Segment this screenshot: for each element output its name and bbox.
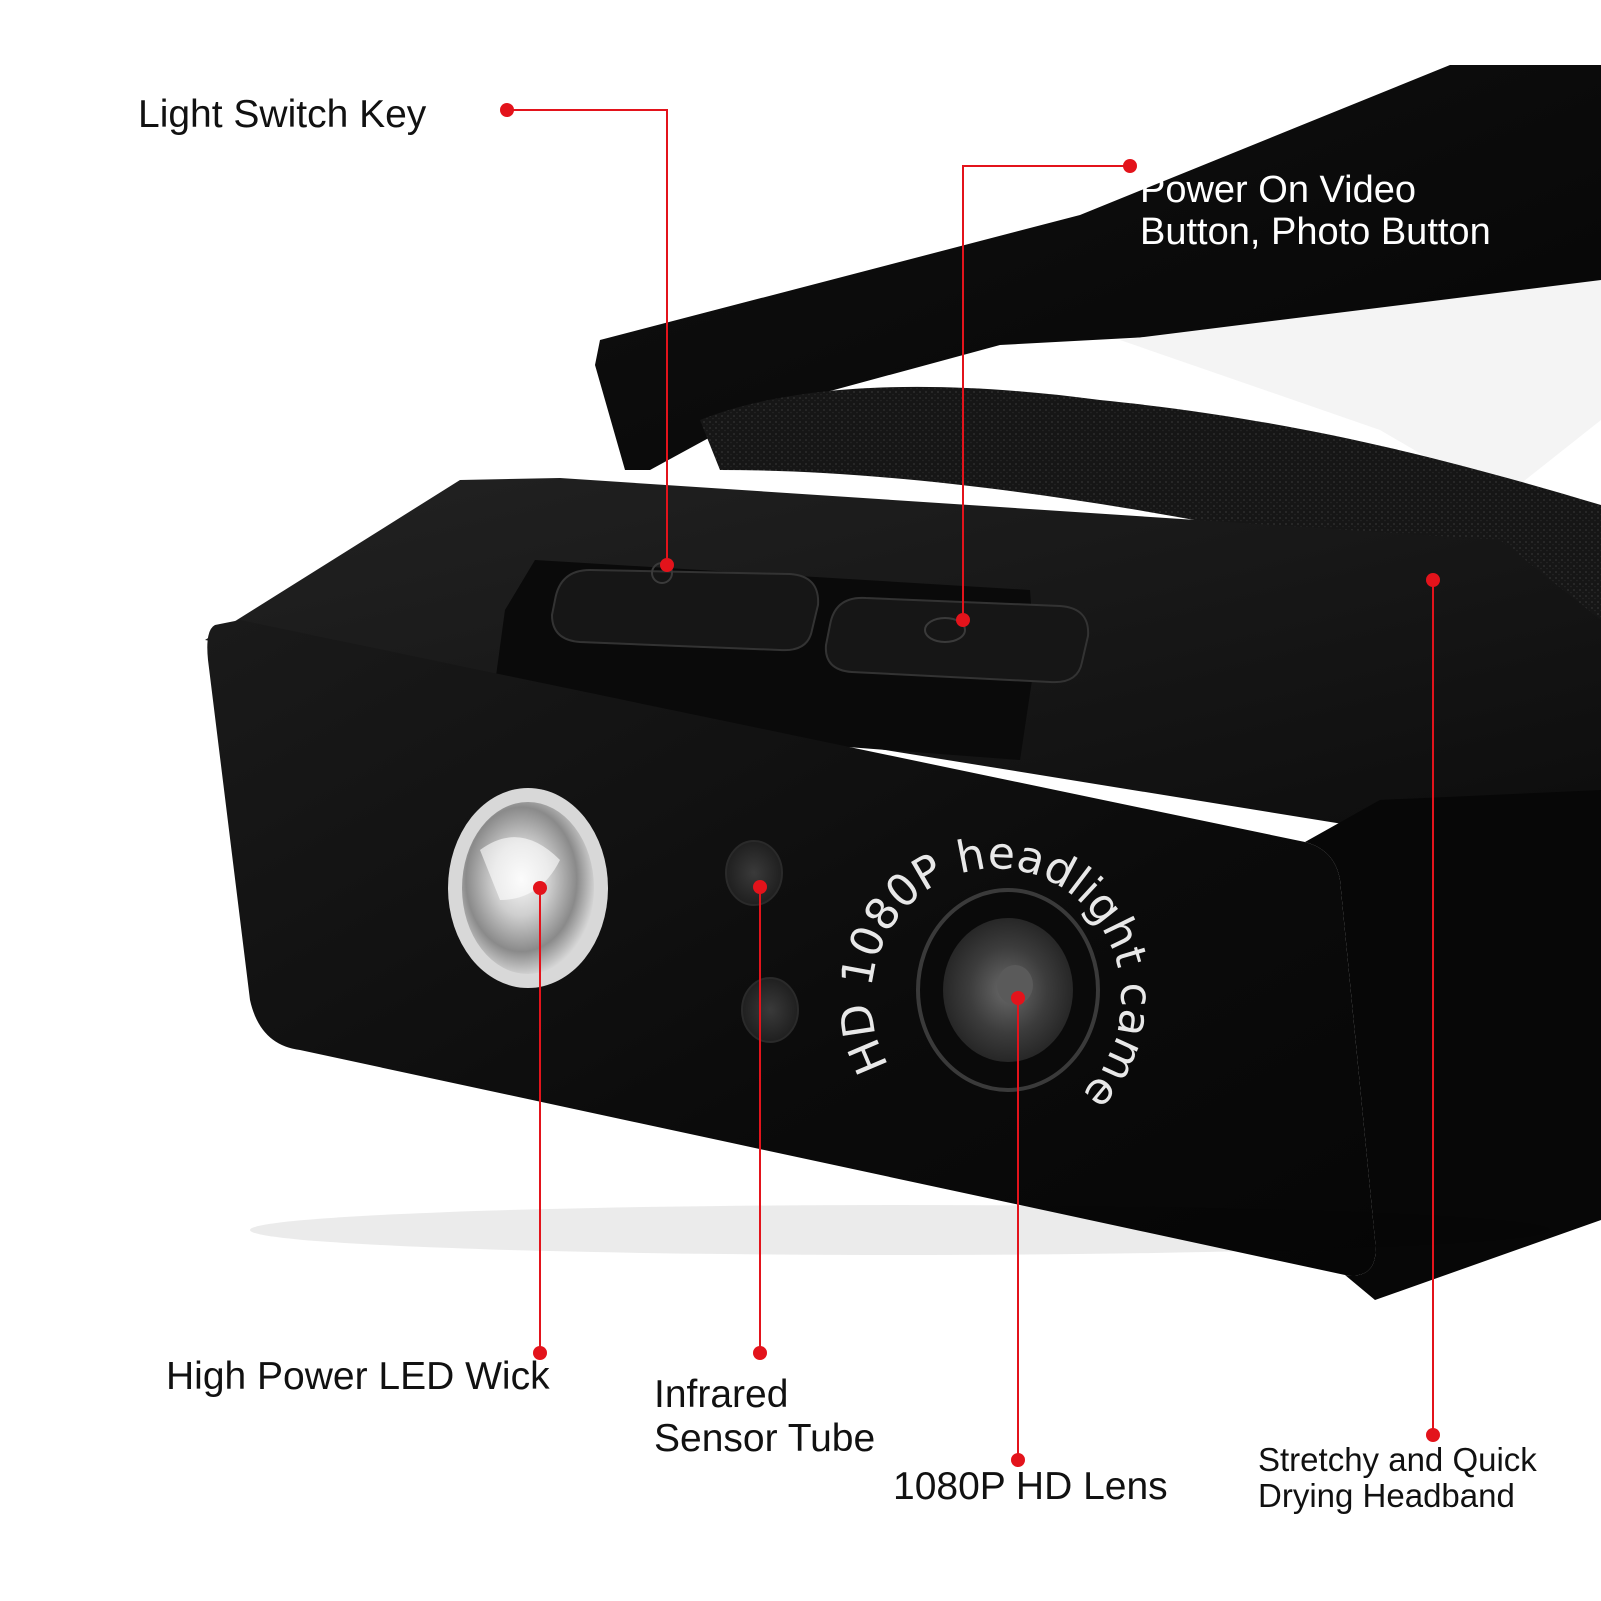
infrared-sensor-lower xyxy=(741,977,799,1043)
label-hd-lens: 1080P HD Lens xyxy=(893,1465,1168,1508)
leader-power-button xyxy=(962,165,1130,620)
label-led-wick: High Power LED Wick xyxy=(166,1355,550,1398)
device-front-face xyxy=(207,620,1376,1276)
headband-strap xyxy=(595,65,1601,470)
light-switch-button xyxy=(550,562,820,652)
headband-inner xyxy=(1120,280,1601,500)
infrared-sensor-upper xyxy=(725,840,783,906)
power-button xyxy=(824,596,1090,684)
led-lamp xyxy=(448,788,608,988)
callout-lines xyxy=(507,109,1434,1460)
power-icon xyxy=(924,617,966,643)
label-light-switch-key: Light Switch Key xyxy=(138,93,427,136)
label-infrared-sensor: Infrared Sensor Tube xyxy=(654,1373,876,1460)
leader-light-switch xyxy=(507,109,668,565)
label-headband: Stretchy and Quick Drying Headband xyxy=(1258,1441,1537,1514)
callout-dots xyxy=(500,103,1440,1467)
label-power-photo-button: Power On Video Button, Photo Button xyxy=(1140,169,1491,253)
drop-shadow xyxy=(250,1205,1550,1255)
velcro-band xyxy=(700,386,1601,640)
device-right-side xyxy=(1305,790,1601,1300)
